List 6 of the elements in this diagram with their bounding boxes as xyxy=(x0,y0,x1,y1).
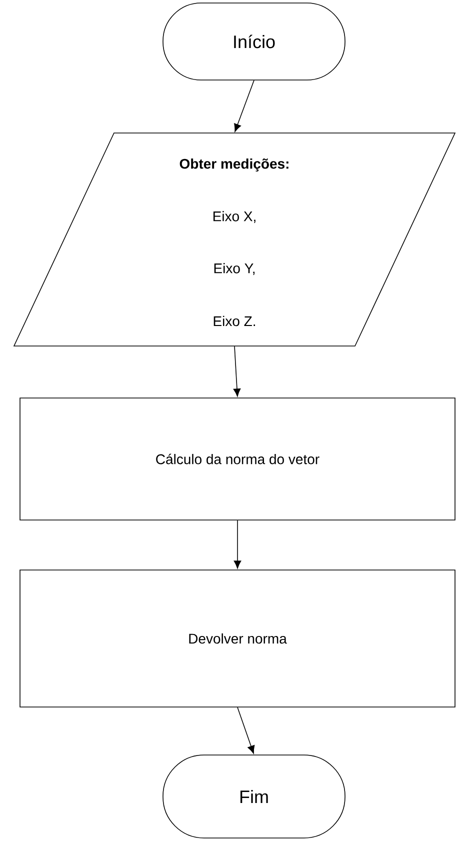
arrow xyxy=(237,707,255,754)
arrow xyxy=(233,346,241,397)
process-box: Cálculo da norma do vetor xyxy=(20,398,456,520)
arrow xyxy=(234,520,242,569)
process-box: Devolver norma xyxy=(20,570,456,708)
arrow xyxy=(234,80,254,132)
